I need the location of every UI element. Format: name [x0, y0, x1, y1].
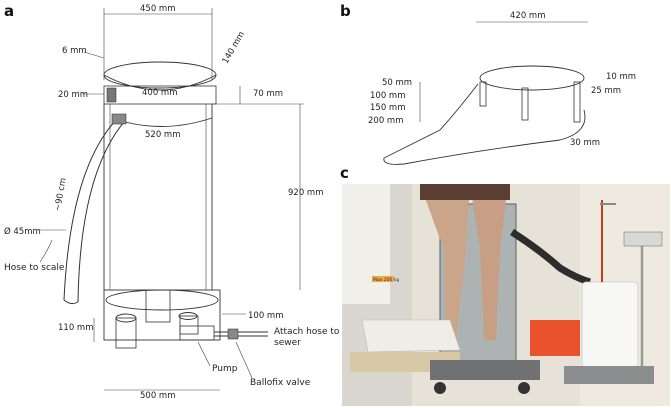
lid-ellipse: [103, 61, 217, 89]
lid-lower-curve: [103, 74, 217, 91]
band-rectangle: [103, 85, 217, 105]
attach-note-box: Attach hose to sewer: [274, 327, 340, 348]
platform-top-ellipse: [479, 65, 585, 91]
photo-white-bucket: [581, 281, 639, 369]
platform-width-label: 420 mm: [510, 11, 546, 21]
pump-pointer: [197, 341, 211, 367]
base-left-container: [115, 317, 137, 349]
pump-note: Pump: [212, 364, 238, 374]
photo-orange-basin: [530, 320, 580, 356]
base-width-label: 500 mm: [140, 391, 176, 401]
hose-end: [63, 299, 79, 305]
platform-bottom-label: 30 mm: [570, 138, 600, 148]
hose-outer-left: [63, 119, 117, 301]
right-band-label: 70 mm: [253, 89, 283, 99]
leg-height-label-2: 100 mm: [370, 91, 406, 101]
photo-shorts: [420, 184, 510, 200]
photo-trolley-wheel-right: [518, 382, 530, 394]
photo-platform-sign: Max 200 kg: [373, 277, 399, 283]
photo-scale-display: [623, 231, 663, 247]
base-top-label: 100 mm: [248, 311, 284, 321]
base-box: [103, 289, 221, 341]
panel-b-drawing: b 420 mm 10 mm 25 mm 50 mm 100 mm 150 mm…: [340, 2, 636, 165]
top-width-label: 450 mm: [140, 4, 176, 14]
platform-shadow-outline: [383, 83, 586, 165]
photo-platform-sign-bg: [372, 276, 394, 282]
panel-a-drawing: a 450 mm 6 mm 140 mm 400 mm 20 mm 70 mm …: [4, 2, 340, 401]
platform-top-right-label: 10 mm: [606, 72, 636, 82]
photo-right-leg: [470, 184, 508, 340]
lid-inner-label: 400 mm: [142, 88, 178, 98]
leg-height-label-1: 50 mm: [382, 78, 412, 88]
photo-left-leg: [420, 184, 470, 340]
valve-pointer: [235, 341, 253, 379]
base-left-label: 110 mm: [58, 323, 94, 333]
photo-lab-coat: [342, 184, 390, 304]
pump-box: [179, 325, 215, 341]
panel-a-label: a: [4, 2, 14, 20]
hose-outer-right: [77, 121, 125, 303]
photo-hose: [510, 229, 592, 286]
ring-curve: [111, 117, 213, 127]
panel-c-photo: c Max 200 kg: [340, 164, 670, 406]
hose-diameter-label: Ø 45mm: [4, 226, 41, 237]
leg-height-label-3: 150 mm: [370, 103, 406, 113]
lid-height-label: 140 mm: [221, 30, 247, 66]
panel-c-label: c: [340, 164, 349, 182]
left-band-label: 20 mm: [58, 90, 88, 100]
hose-note-arrow: [39, 239, 53, 263]
rim-thickness-pointer: [83, 51, 105, 59]
hose-connector: [111, 113, 127, 125]
valve-body: [227, 328, 239, 340]
platform-leg-right: [573, 81, 581, 123]
hose-length-label: ~90 cm: [53, 177, 69, 212]
leg-height-label-4: 200 mm: [368, 116, 404, 126]
platform-leg-middle: [521, 87, 529, 121]
base-top-ellipse: [105, 289, 219, 311]
photo-trolley-wheel-left: [434, 382, 446, 394]
band-hatch: [106, 87, 117, 103]
panel-b-label: b: [340, 2, 351, 20]
rim-thickness-label: 6 mm: [62, 46, 87, 56]
photo-scale-base: [564, 366, 654, 384]
attach-note: Attach hose to sewer: [274, 327, 340, 348]
base-center-container: [145, 289, 171, 323]
hose-note: Hose to scale: [4, 263, 65, 273]
total-height-label: 920 mm: [288, 188, 324, 198]
ring-label: 520 mm: [145, 130, 181, 140]
platform-right-leg-label: 25 mm: [591, 86, 621, 96]
platform-leg-left: [479, 81, 487, 107]
base-right-container: [179, 315, 199, 335]
photo-trolley: [430, 360, 540, 380]
valve-note: Ballofix valve: [250, 378, 311, 388]
photo-step-platform: [361, 319, 461, 353]
